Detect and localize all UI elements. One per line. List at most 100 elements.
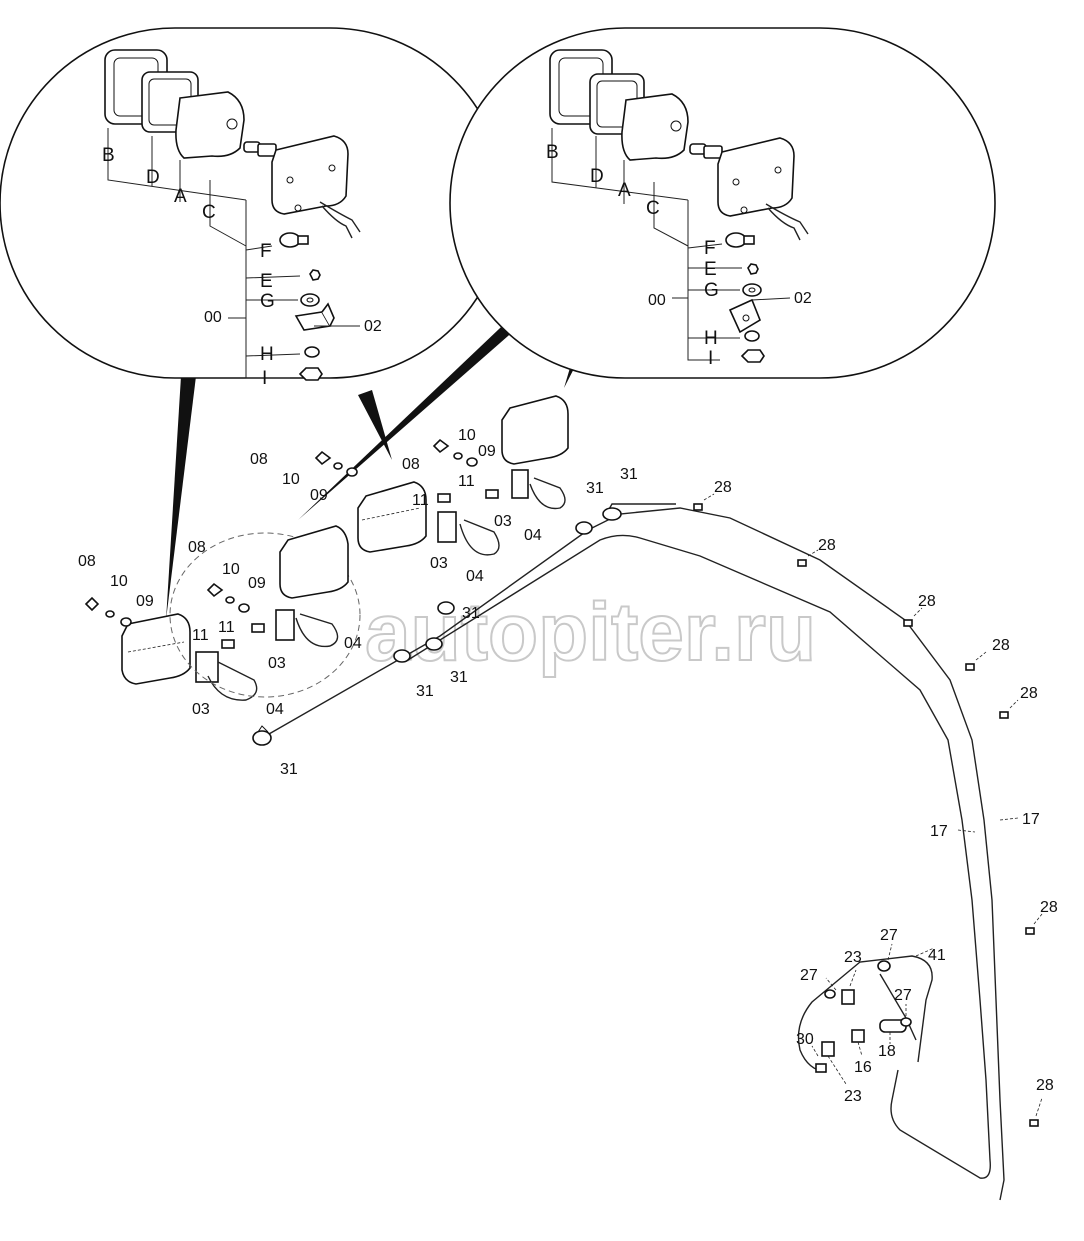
switch-area: 27 41 27 23 27 30 16 18 23	[796, 927, 946, 1105]
bolt-11-icon-2	[251, 623, 265, 633]
label-10-g4: 10	[458, 427, 476, 444]
label-10-g3: 10	[282, 471, 300, 488]
connector-30-icon	[815, 1063, 827, 1073]
label-31-e: 31	[586, 480, 604, 497]
label-10-g1: 10	[110, 573, 128, 590]
detail-view-right: B D A C F E G H I 00 02	[298, 27, 996, 520]
nut-i-icon	[298, 367, 323, 381]
label-f: F	[260, 241, 272, 262]
spring-washer-h-icon	[304, 346, 320, 358]
work-lamp-3-icon	[357, 481, 427, 553]
label-00: 00	[204, 309, 222, 326]
label-03-g1: 03	[192, 701, 210, 718]
switch-23-icon-2	[821, 1041, 835, 1057]
detail-oval-left	[0, 27, 506, 379]
bracket-03-icon-2	[275, 609, 295, 641]
spring-washer-h-icon-2	[744, 330, 760, 342]
work-lamp-group-4: 08 10 09 11 03 04	[402, 395, 569, 544]
nut-i-icon-2	[740, 349, 765, 363]
label-09-g2: 09	[248, 575, 266, 592]
work-lamp-1-icon	[121, 613, 191, 685]
clip-28-icon-4	[965, 663, 975, 671]
label-h-2: H	[704, 328, 718, 349]
washer-09-icon-3	[346, 467, 358, 477]
label-08-g2: 08	[188, 539, 206, 556]
label-23-a: 23	[844, 949, 862, 966]
label-18: 18	[878, 1043, 896, 1060]
label-28-e: 28	[1020, 685, 1038, 702]
label-e: E	[260, 271, 273, 292]
label-27-a: 27	[880, 927, 898, 944]
spring-washer-10-icon-1	[105, 610, 115, 618]
label-02: 02	[364, 318, 382, 335]
lamp-housing-a-icon	[175, 91, 245, 159]
label-28-f: 28	[1040, 899, 1058, 916]
clamp-31-icon-6	[602, 507, 622, 521]
screw-f-icon	[279, 232, 309, 248]
label-11-g4: 11	[458, 473, 475, 490]
bracket-03-icon-3	[437, 511, 457, 543]
label-31-d: 31	[462, 605, 480, 622]
label-04-g4: 04	[524, 527, 542, 544]
label-e-2: E	[704, 259, 717, 280]
label-f-2: F	[704, 238, 716, 259]
label-03-g4: 03	[494, 513, 512, 530]
star-washer-e-icon	[309, 269, 321, 281]
nut-08-icon-1	[84, 596, 100, 612]
label-27-b: 27	[800, 967, 818, 984]
lamp-body-icon-2	[717, 137, 809, 241]
label-g: G	[260, 291, 275, 312]
label-08-g4: 08	[402, 456, 420, 473]
u-bolt-04-icon-2	[295, 613, 339, 648]
label-09-g4: 09	[478, 443, 496, 460]
label-23-b: 23	[844, 1088, 862, 1105]
work-lamp-group-1: 08 10 09 11 03 04	[78, 553, 284, 718]
label-a: A	[174, 186, 187, 207]
clamp-31-icon-5	[575, 521, 593, 535]
label-c: C	[202, 202, 216, 223]
label-g-2: G	[704, 280, 719, 301]
callout-wedge-left-a	[166, 360, 198, 620]
nut-08-icon-2	[206, 582, 224, 598]
clamp-27-icon-2	[824, 989, 836, 999]
label-d: D	[146, 167, 160, 188]
label-11-g1: 11	[192, 627, 209, 644]
clamp-27-icon-3	[900, 1017, 912, 1027]
washer-09-icon-4	[466, 457, 478, 467]
label-09-g3: 09	[310, 487, 328, 504]
label-i-2: I	[708, 348, 713, 369]
connector-16-icon	[851, 1029, 865, 1043]
spring-washer-10-icon-4	[453, 452, 463, 460]
clip-28-icon-7	[1029, 1119, 1039, 1127]
highlight-circle	[169, 532, 361, 698]
work-lamp-group-3: 08 10 09 11 03 04	[250, 450, 500, 585]
label-28-d: 28	[992, 637, 1010, 654]
lamp-housing-a-icon-2	[621, 93, 689, 161]
label-11-g2: 11	[218, 619, 235, 636]
clip-28-icon-5	[999, 711, 1009, 719]
u-bolt-04-icon-4	[529, 477, 566, 510]
label-04-g3: 04	[466, 568, 484, 585]
watermark-text: autopiter.ru	[365, 587, 816, 678]
washer-g-icon-2	[742, 283, 762, 297]
bolt-11-icon-3	[437, 493, 451, 503]
label-41: 41	[928, 947, 946, 964]
bolt-11-icon-1	[221, 639, 235, 649]
work-lamp-group-2: 08 10 09 11 03 04	[169, 525, 362, 698]
screw-f-icon-2	[725, 232, 755, 248]
label-00-2: 00	[648, 292, 666, 309]
label-28-c: 28	[918, 593, 936, 610]
label-02-2: 02	[794, 290, 812, 307]
star-washer-e-icon-2	[747, 263, 759, 275]
label-03-g3: 03	[430, 555, 448, 572]
label-10-g2: 10	[222, 561, 240, 578]
label-30: 30	[796, 1031, 814, 1048]
clip-28-icon-6	[1025, 927, 1035, 935]
callout-wedge-right-a	[298, 290, 556, 520]
work-lamp-2-icon	[279, 525, 349, 599]
clamp-31-icon-1	[252, 725, 272, 746]
u-bolt-04-icon-3	[459, 519, 500, 556]
washer-09-icon-2	[238, 603, 250, 613]
bulb-c-icon-2	[689, 143, 723, 159]
label-b-2: B	[546, 142, 559, 163]
